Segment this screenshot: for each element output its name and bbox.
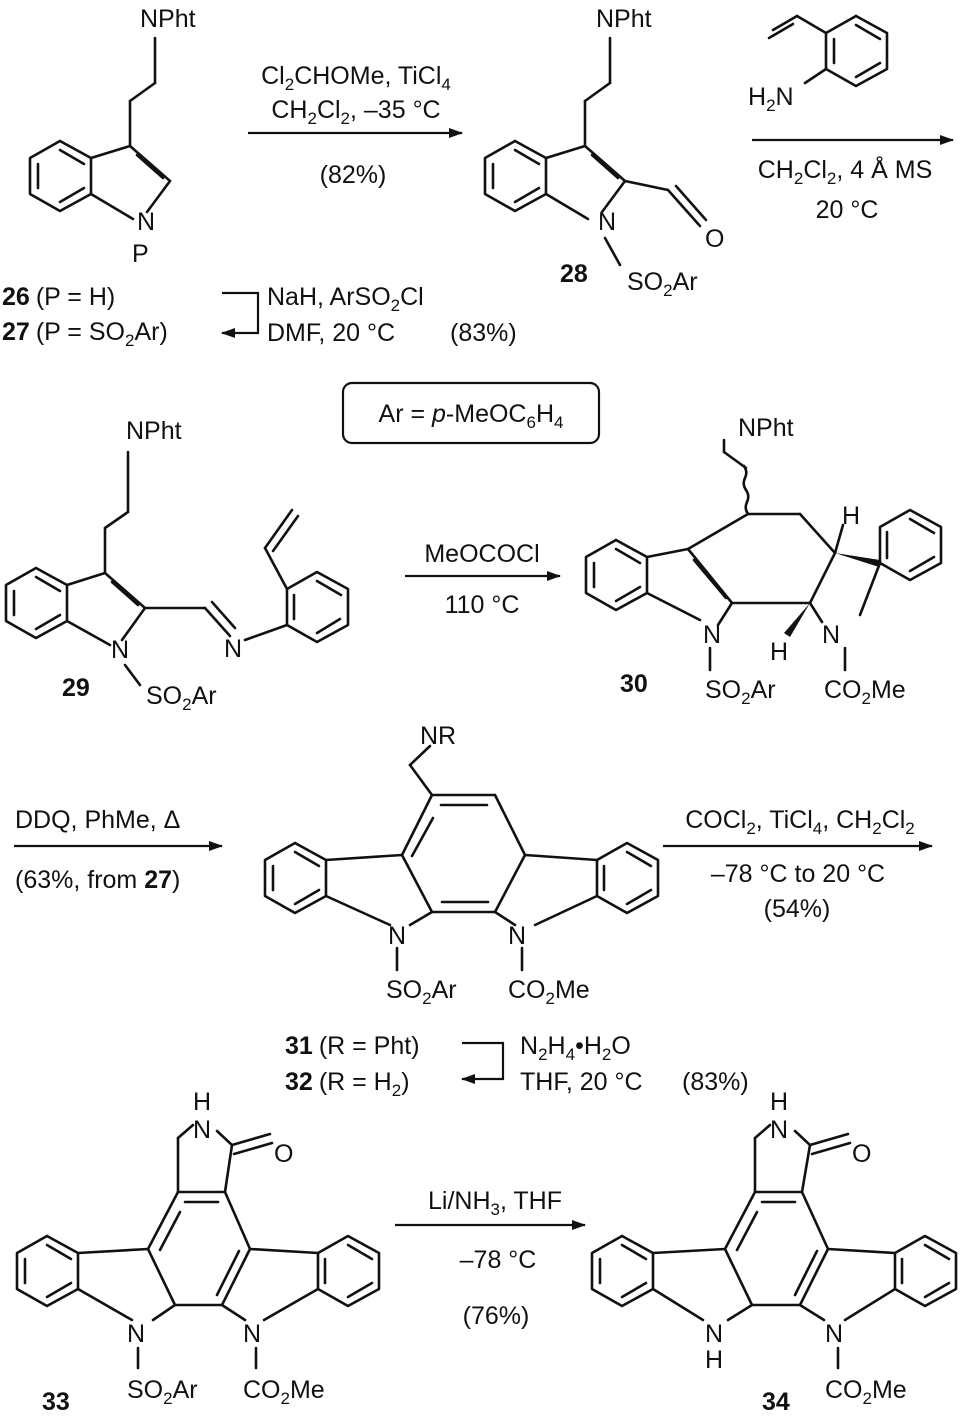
- so2ar-label: SO2Ar: [146, 682, 217, 714]
- compound-32-label: 32(R = H2): [285, 1068, 410, 1100]
- yield-label: (76%): [463, 1302, 530, 1330]
- conditions-line: CH2Cl2, –35 °C: [271, 96, 440, 128]
- reagent-line: Li/NH3, THF: [428, 1187, 562, 1219]
- o-label: O: [274, 1140, 293, 1168]
- reagent-line: NaH, ArSO2Cl: [267, 283, 424, 315]
- compound-number: 33: [42, 1388, 70, 1416]
- ar-definition-box: Ar = p-MeOC6H4: [341, 381, 601, 445]
- so2ar-label: SO2Ar: [705, 676, 776, 708]
- yield-label: (54%): [764, 895, 831, 923]
- h-label: H: [770, 1088, 788, 1116]
- npht-label: NPht: [140, 5, 196, 33]
- conditions-line: –78 °C to 20 °C: [711, 860, 885, 888]
- step-2-arrow: CH2Cl2, 4 Å MS 20 °C: [752, 135, 954, 224]
- so2ar-label: SO2Ar: [386, 976, 457, 1008]
- n-label: N: [703, 621, 721, 649]
- h2n-label: H2N: [748, 83, 794, 115]
- n-label: N: [705, 1320, 723, 1348]
- compound-31-label: 31(R = Pht): [285, 1032, 420, 1060]
- yield-label: (82%): [320, 161, 387, 189]
- step-5-arrow: DDQ, PhMe, Δ (63%, from 27): [14, 806, 223, 894]
- h-label: H: [193, 1088, 211, 1116]
- reagent-line: Cl2CHOMe, TiCl4: [261, 62, 451, 94]
- compound-number: 34: [762, 1388, 790, 1416]
- compound-number: 29: [62, 674, 90, 702]
- n-label: N: [224, 635, 242, 663]
- o-label: O: [705, 225, 724, 253]
- structure-28: NPht N O SO2Ar 28: [483, 5, 724, 300]
- conditions-line: CH2Cl2, 4 Å MS: [758, 154, 933, 188]
- n-label: N: [111, 636, 129, 664]
- conditions-line: THF, 20 °C: [520, 1068, 643, 1096]
- structure-26-27: NPht N P: [28, 5, 196, 268]
- structure-29: NPht N N SO2Ar 29: [4, 417, 350, 714]
- h-label: H: [842, 502, 860, 530]
- conditions-line: (63%, from 27): [15, 866, 180, 894]
- step-7-arrow: 31(R = Pht) 32(R = H2) N2H4•H2O THF, 20 …: [285, 1032, 749, 1100]
- n-label: N: [508, 922, 526, 950]
- structure-30: NPht H N H N SO2Ar CO2Me 30: [584, 414, 943, 708]
- n-label: N: [822, 621, 840, 649]
- n-label: N: [137, 208, 155, 236]
- co2me-label: CO2Me: [825, 1376, 907, 1408]
- step-1-arrow: Cl2CHOMe, TiCl4 CH2Cl2, –35 °C (82%): [248, 62, 463, 189]
- compound-number: 28: [560, 260, 588, 288]
- reagent-line: COCl2, TiCl4, CH2Cl2: [685, 806, 915, 838]
- step-4-arrow: MeOCOCl 110 °C: [405, 540, 561, 619]
- co2me-label: CO2Me: [243, 1376, 325, 1408]
- ar-definition: Ar = p-MeOC6H4: [379, 400, 564, 432]
- structure-2-vinylaniline: H2N: [748, 14, 889, 115]
- n-label: N: [193, 1116, 211, 1144]
- structure-33: N H O N N SO2Ar CO2Me 33: [15, 1088, 381, 1416]
- so2ar-label: SO2Ar: [127, 1376, 198, 1408]
- n-label: N: [243, 1320, 261, 1348]
- so2ar-label: SO2Ar: [627, 268, 698, 300]
- co2me-label: CO2Me: [508, 976, 590, 1008]
- conditions-line: 20 °C: [816, 196, 879, 224]
- compound-26-label: 26(P = H): [2, 283, 115, 311]
- compound-27-label: 27(P = SO2Ar): [2, 318, 168, 350]
- npht-label: NPht: [126, 417, 182, 445]
- conditions-line: 110 °C: [445, 591, 520, 619]
- reagent-line: N2H4•H2O: [520, 1032, 631, 1064]
- n-label: N: [127, 1320, 145, 1348]
- h-label: H: [705, 1346, 723, 1374]
- n-label: N: [825, 1320, 843, 1348]
- n-label: N: [770, 1116, 788, 1144]
- conditions-line: DMF, 20 °C: [267, 319, 395, 347]
- npht-label: NPht: [738, 414, 794, 442]
- step-6-arrow: COCl2, TiCl4, CH2Cl2 –78 °C to 20 °C (54…: [663, 806, 933, 923]
- reagent-line: MeOCOCl: [424, 540, 539, 568]
- compound-number: 30: [620, 670, 648, 698]
- conditions-line: –78 °C: [460, 1246, 537, 1274]
- n-label: N: [388, 922, 406, 950]
- npht-label: NPht: [596, 5, 652, 33]
- h-label: H: [770, 638, 788, 666]
- structure-34: N H O N H N CO2Me 34: [590, 1088, 958, 1416]
- co2me-label: CO2Me: [824, 676, 906, 708]
- step-3-arrow: 26(P = H) 27(P = SO2Ar) NaH, ArSO2Cl DMF…: [2, 283, 517, 350]
- n-label: N: [598, 208, 616, 236]
- step-8-arrow: Li/NH3, THF –78 °C (76%): [395, 1187, 586, 1330]
- nr-label: NR: [420, 722, 456, 750]
- structure-31-32: NR N N SO2Ar CO2Me: [263, 722, 660, 1008]
- yield-label: (83%): [682, 1068, 749, 1096]
- p-label: P: [132, 240, 149, 268]
- reagent-line: DDQ, PhMe, Δ: [15, 806, 180, 834]
- o-label: O: [852, 1140, 871, 1168]
- yield-label: (83%): [450, 319, 517, 347]
